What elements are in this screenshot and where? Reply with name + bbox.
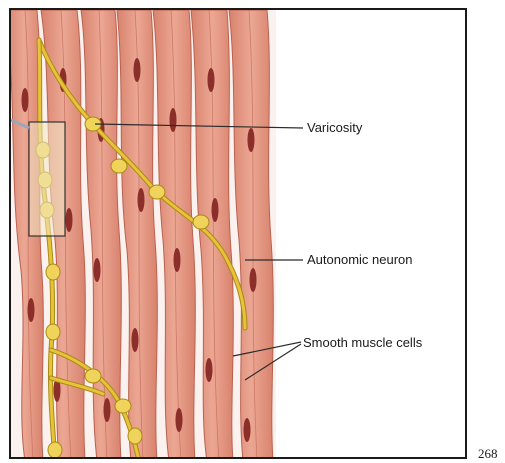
inset-box [29,122,65,236]
figure-frame: Varicosity Autonomic neuron Smooth muscl… [9,8,467,459]
autonomic-neuron-label: Autonomic neuron [307,252,413,267]
varicosity-label: Varicosity [307,120,362,135]
page-number: 268 [478,446,498,462]
smooth-muscle-cells-label: Smooth muscle cells [303,335,422,350]
smooth-muscle-diagram [11,10,467,459]
